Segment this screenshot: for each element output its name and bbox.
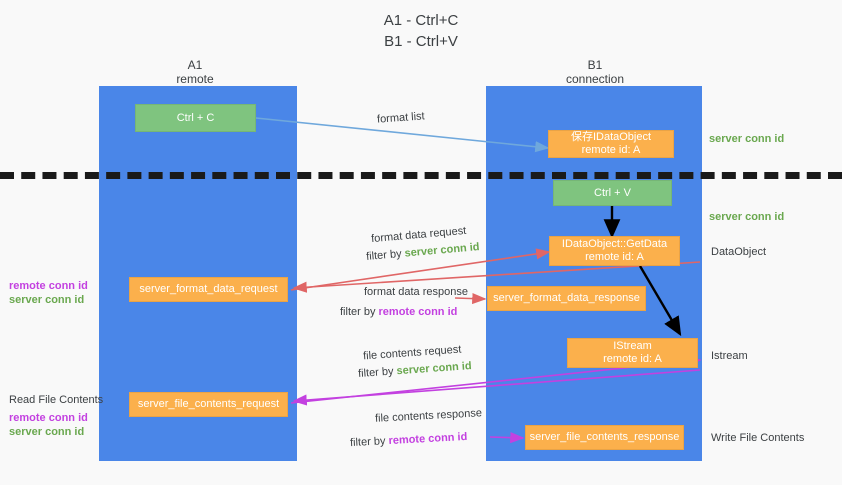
filter-by-text-3: filter by (357, 365, 397, 380)
node-istream-line1: IStream (613, 340, 652, 352)
side-label-read-file-contents: Read File Contents (9, 394, 104, 406)
side-label-istream: Istream (711, 350, 748, 362)
side-label-server-conn-id-top: server conn id (709, 133, 785, 145)
node-ctrl-v[interactable]: Ctrl + V (553, 180, 672, 206)
node-save-idataobject-line1: 保存IDataObject (570, 131, 652, 143)
lane-header-b1: B1 connection (530, 58, 660, 86)
edge-label-file-contents-response: file contents response (374, 407, 483, 425)
node-save-idataobject-line2: remote id: A (581, 144, 641, 156)
node-server-file-contents-response-line1: server_file_contents_response (529, 431, 680, 443)
side-label-server-conn-id-2: server conn id (9, 426, 85, 438)
side-label-write-file-contents: Write File Contents (711, 432, 805, 444)
lane-header-b1-sub: connection (565, 72, 625, 86)
edge-filter-file-contents-response: filter by remote conn id (350, 431, 468, 449)
remote-conn-id-text-1: remote conn id (378, 306, 458, 318)
edge-label-file-contents-request: file contents request (362, 343, 462, 363)
node-istream[interactable]: IStream remote id: A (567, 338, 698, 368)
node-server-format-data-request-line1: server_format_data_request (139, 283, 278, 295)
edge-label-format-list: format list (376, 110, 426, 126)
filter-by-text-2: filter by (340, 306, 379, 318)
node-idataobject-getdata-line2: remote id: A (585, 251, 644, 263)
edge-filter-format-data-response: filter by remote conn id (340, 306, 457, 318)
node-server-format-data-response[interactable]: server_format_data_response (487, 286, 646, 311)
lane-header-a1-name: A1 (187, 58, 203, 72)
page-title: A1 - Ctrl+C B1 - Ctrl+V (383, 12, 459, 50)
side-label-server-conn-id-mid: server conn id (709, 211, 785, 223)
server-conn-id-text-1: server conn id (404, 241, 481, 260)
lane-header-a1: A1 remote (130, 58, 260, 86)
node-ctrl-c[interactable]: Ctrl + C (135, 104, 256, 132)
side-label-server-conn-id-1: server conn id (9, 294, 85, 306)
lane-header-b1-name: B1 (587, 58, 603, 72)
lane-header-a1-sub: remote (176, 72, 214, 86)
node-server-file-contents-response[interactable]: server_file_contents_response (525, 425, 684, 450)
side-label-remote-conn-id-2: remote conn id (9, 412, 88, 424)
remote-conn-id-text-2: remote conn id (388, 430, 468, 448)
node-idataobject-getdata[interactable]: IDataObject::GetData remote id: A (549, 236, 680, 266)
node-ctrl-c-line1: Ctrl + C (176, 111, 215, 124)
side-label-dataobject: DataObject (711, 246, 767, 258)
filter-by-text-4: filter by (349, 435, 389, 450)
node-istream-line2: remote id: A (603, 353, 662, 365)
server-conn-id-text-2: server conn id (396, 360, 472, 378)
node-server-file-contents-request[interactable]: server_file_contents_request (129, 392, 288, 417)
edge-filter-file-contents-request: filter by server conn id (358, 360, 472, 380)
node-ctrl-v-line1: Ctrl + V (594, 186, 631, 199)
dashed-divider (0, 172, 842, 179)
edge-label-format-data-response: format data response (364, 286, 468, 298)
filter-by-text-1: filter by (365, 247, 406, 263)
node-idataobject-getdata-line1: IDataObject::GetData (561, 238, 668, 250)
node-server-format-data-response-line1: server_format_data_response (493, 292, 640, 304)
node-server-format-data-request[interactable]: server_format_data_request (129, 277, 288, 302)
node-save-idataobject[interactable]: 保存IDataObject remote id: A (548, 130, 674, 158)
node-server-file-contents-request-line1: server_file_contents_request (137, 398, 280, 410)
side-label-remote-conn-id-1: remote conn id (9, 280, 88, 292)
